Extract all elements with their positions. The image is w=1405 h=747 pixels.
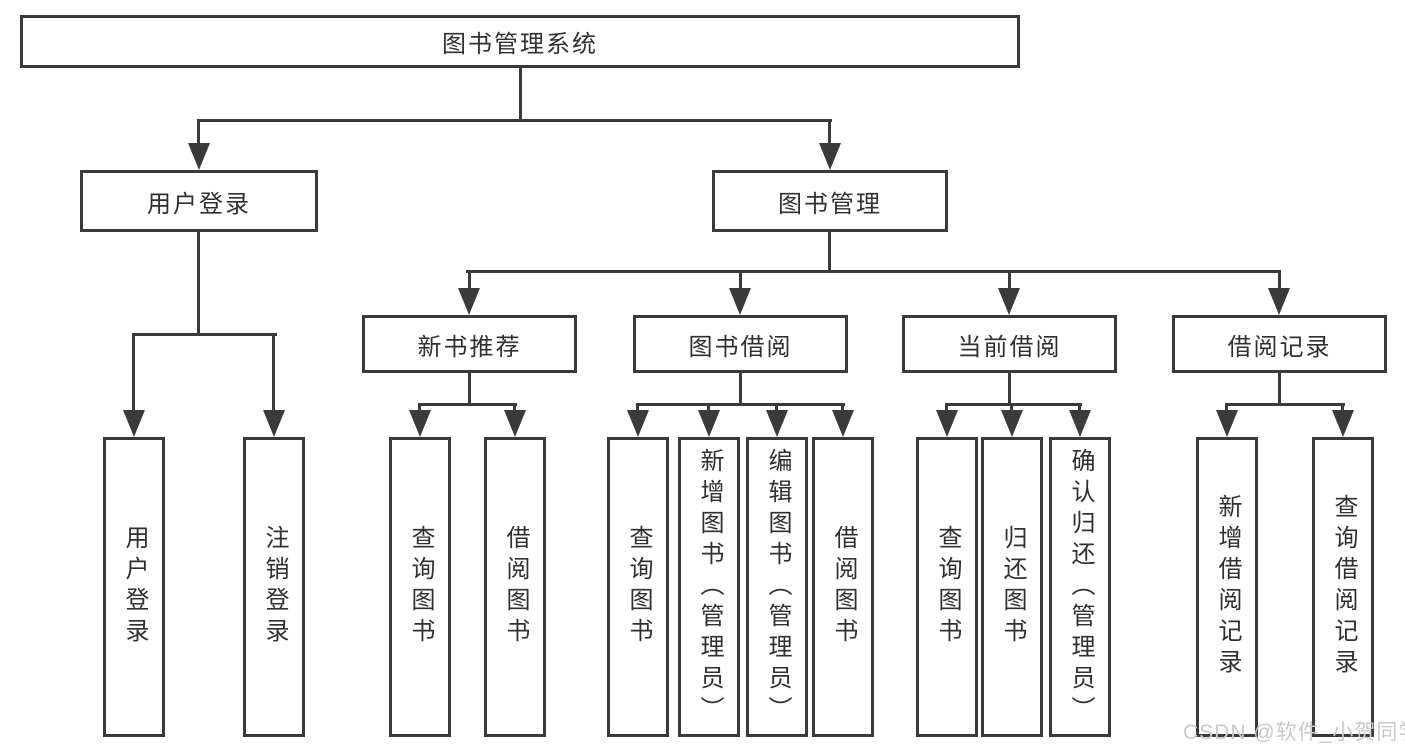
node-leaf-query-books-recommend: 查询图书 [389,437,451,737]
arrow-down-icon [766,410,788,437]
arrow-down-icon [409,410,431,437]
connector-borrow-distributor [636,403,845,406]
arrow-down-icon [698,410,720,437]
connector-stub [1010,403,1013,411]
connector-stub [1341,403,1344,411]
arrow-down-icon [819,143,841,170]
node-label: 图书管理系统 [442,31,598,58]
node-label: 新增图书（管理员） [696,447,723,727]
node-label: 新增借阅记录 [1214,494,1241,680]
connector-book-mgmt-trunk [828,232,831,273]
connector-root-trunk [519,66,522,122]
arrow-down-icon [1216,410,1238,437]
node-book-management-system: 图书管理系统 [20,15,1020,68]
arrow-down-icon [504,410,526,437]
connector-stub [272,333,275,411]
node-leaf-confirm-return-admin: 确认归还（管理员） [1049,437,1111,737]
node-label: 编辑图书（管理员） [764,447,791,727]
node-leaf-borrow-books: 借阅图书 [812,437,874,737]
connector-stub [418,403,421,411]
node-leaf-query-books-current: 查询图书 [916,437,978,737]
connector-stub [841,403,844,411]
node-label: 借阅图书 [502,525,529,649]
arrow-down-icon [263,410,285,437]
node-leaf-user-login: 用户登录 [103,437,165,737]
connector-stub [1225,403,1228,411]
node-label: 确认归还（管理员） [1067,447,1094,727]
node-leaf-add-books-admin: 新增图书（管理员） [678,437,740,737]
arrow-down-icon [1268,288,1290,315]
node-label: 新书推荐 [417,333,522,361]
arrow-down-icon [729,288,751,315]
connector-user-login-trunk [197,232,200,336]
connector-stub [1078,403,1081,411]
node-label: 注销登录 [261,525,288,649]
connector-stub [739,270,742,290]
connector-newbook-trunk [468,373,471,406]
arrow-down-icon [1069,410,1091,437]
node-label: 当前借阅 [957,333,1062,361]
arrow-down-icon [1001,410,1023,437]
connector-stub [132,333,135,411]
arrow-down-icon [458,288,480,315]
node-leaf-query-books-borrow: 查询图书 [607,437,669,737]
connector-records-trunk [1278,373,1281,406]
arrow-down-icon [832,410,854,437]
connector-stub [707,403,710,411]
node-label: 图书管理 [778,190,882,218]
arrow-down-icon [123,410,145,437]
connector-stub [828,119,831,146]
connector-level3-distributor [466,270,1280,273]
csdn-watermark: CSDN @软件_小贺同学 [1183,721,1405,744]
arrow-down-icon [627,410,649,437]
connector-stub [636,403,639,411]
node-book-borrowing: 图书借阅 [633,315,848,373]
node-label: 查询借阅记录 [1330,494,1357,680]
arrow-down-icon [936,410,958,437]
connector-stub [513,403,516,411]
connector-level2-distributor [198,119,832,122]
node-label: 用户登录 [147,190,251,218]
node-label: 查询图书 [934,525,961,649]
node-label: 用户登录 [121,525,148,649]
connector-stub [468,270,471,290]
node-borrowing-records: 借阅记录 [1172,315,1387,373]
arrow-down-icon [998,288,1020,315]
node-leaf-logout: 注销登录 [243,437,305,737]
node-label: 借阅图书 [830,525,857,649]
node-label: 借阅记录 [1227,333,1332,361]
arrow-down-icon [188,143,210,170]
arrow-down-icon [1332,410,1354,437]
node-label: 查询图书 [407,525,434,649]
connector-stub [945,403,948,411]
connector-current-trunk [1008,373,1011,406]
connector-current-distributor [945,403,1082,406]
node-new-book-recommendation: 新书推荐 [362,315,577,373]
connector-records-distributor [1225,403,1345,406]
connector-stub [1278,270,1281,290]
connector-stub [775,403,778,411]
node-leaf-borrow-books-recommend: 借阅图书 [484,437,546,737]
node-leaf-query-borrow-record: 查询借阅记录 [1312,437,1374,737]
connector-stub [1008,270,1011,290]
node-label: 归还图书 [999,525,1026,649]
connector-stub [197,119,200,146]
node-leaf-return-books: 归还图书 [981,437,1043,737]
connector-user-login-distributor [132,333,277,336]
node-book-management: 图书管理 [712,170,948,232]
connector-borrow-trunk [739,373,742,406]
node-user-login: 用户登录 [80,170,318,232]
node-label: 图书借阅 [688,333,793,361]
connector-newbook-distributor [418,403,517,406]
node-current-borrowing: 当前借阅 [902,315,1117,373]
node-leaf-edit-books-admin: 编辑图书（管理员） [746,437,808,737]
node-leaf-add-borrow-record: 新增借阅记录 [1196,437,1258,737]
node-label: 查询图书 [625,525,652,649]
